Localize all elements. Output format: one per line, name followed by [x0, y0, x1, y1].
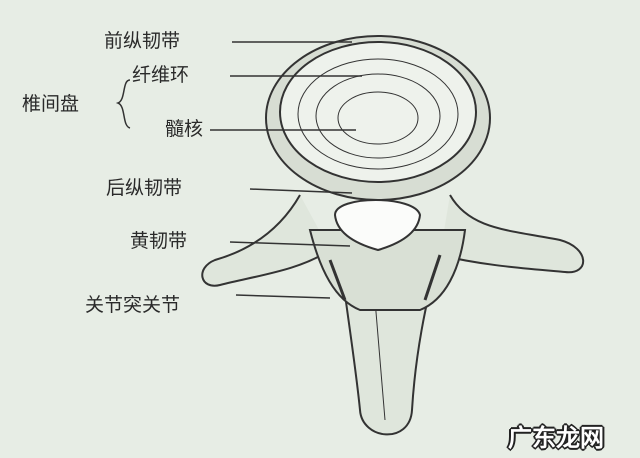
label-nucleus-pulposus: 髓核 — [165, 118, 204, 140]
label-anterior-longitudinal-ligament: 前纵韧带 — [104, 30, 181, 52]
label-intervertebral-disc: 椎间盘 — [22, 93, 80, 115]
label-posterior-longitudinal-ligament: 后纵韧带 — [106, 177, 183, 199]
label-facet-joint: 关节突关节 — [85, 294, 181, 316]
watermark: 广东龙网 — [508, 424, 604, 452]
nucleus-pulposus — [337, 91, 419, 145]
left-transverse-process — [201, 194, 331, 287]
right-transverse-process — [439, 194, 585, 274]
facet-joints — [308, 229, 467, 311]
spinal-canal — [333, 199, 422, 252]
annulus-fibrosus — [279, 41, 477, 183]
label-ligamentum-flavum: 黄韧带 — [130, 230, 188, 252]
label-annulus-fibrosus: 纤维环 — [132, 64, 190, 86]
